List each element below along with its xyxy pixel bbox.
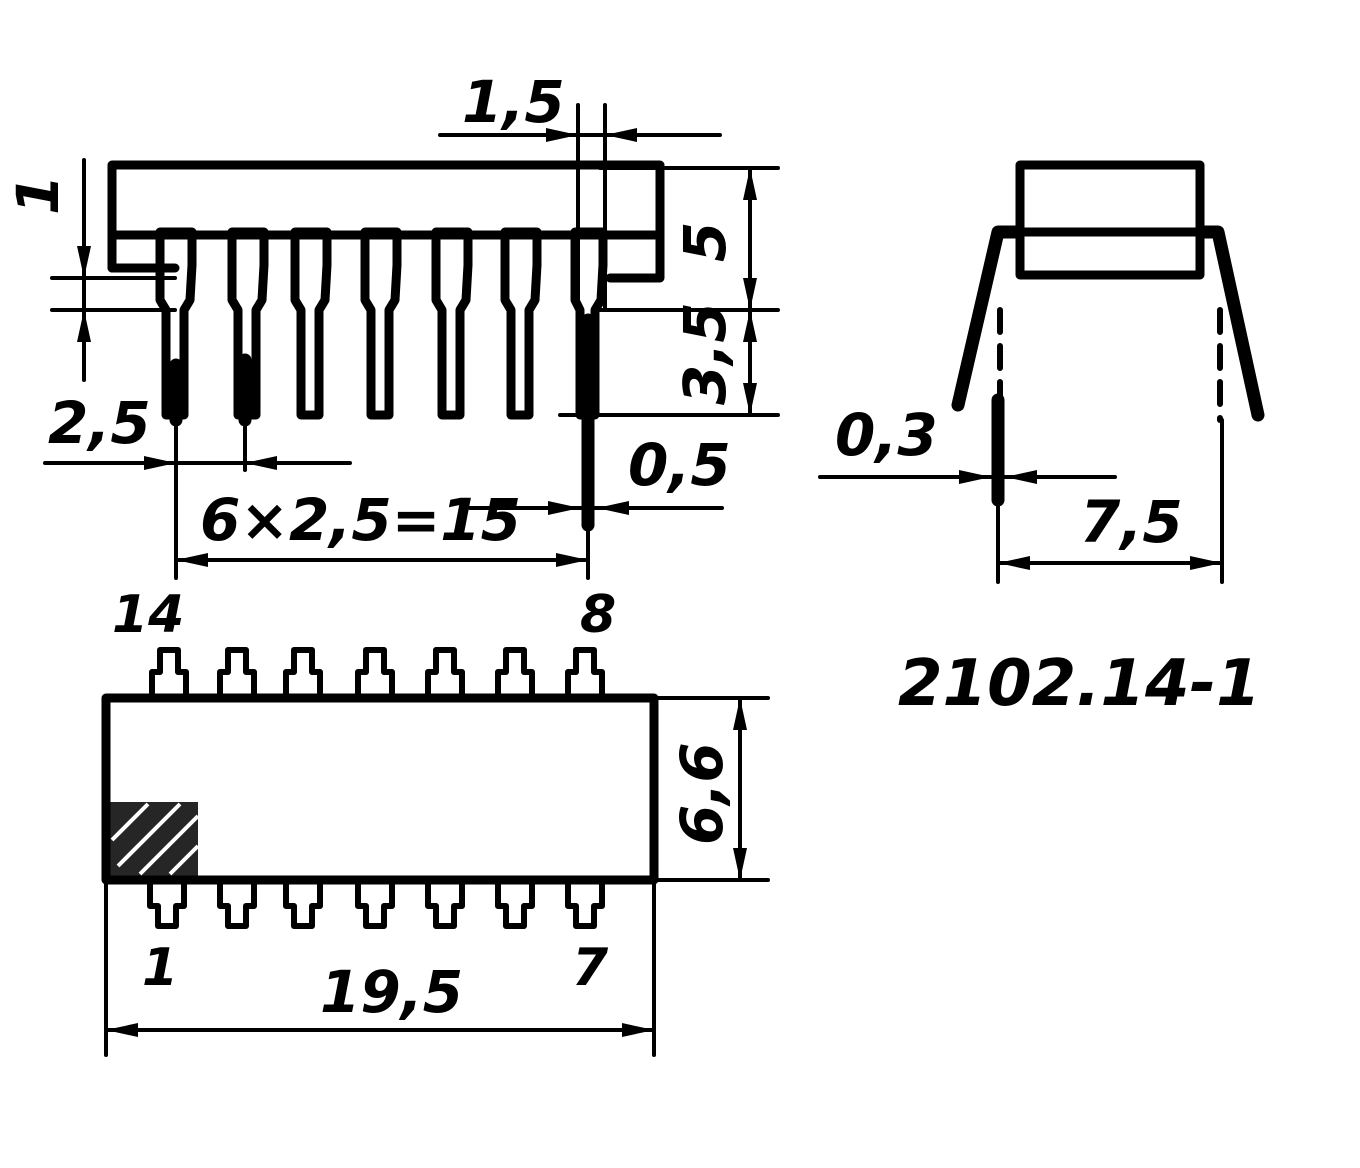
- arrowhead: [743, 278, 757, 310]
- pin: [355, 877, 395, 929]
- arrowhead: [597, 501, 629, 515]
- dim-label-side-lead-thickness: 0,3: [835, 401, 938, 469]
- pin: [283, 877, 323, 929]
- arrowhead: [743, 168, 757, 200]
- lead: [360, 227, 402, 420]
- arrowhead: [622, 1023, 654, 1037]
- dim-label-lead-thickness: 0,5: [628, 431, 731, 499]
- arrowhead: [144, 456, 176, 470]
- side-body: [1015, 160, 1205, 280]
- arrowhead: [556, 553, 588, 567]
- pin: [425, 647, 465, 701]
- top-body: [101, 693, 659, 885]
- arrowhead: [77, 246, 91, 278]
- arrowhead: [546, 128, 578, 142]
- top-pins: [149, 647, 605, 701]
- arrowhead: [998, 556, 1030, 570]
- side-lead-left: [951, 225, 1027, 412]
- arrowhead: [106, 1023, 138, 1037]
- arrowhead: [77, 310, 91, 342]
- dim-label-lead-pitch: 2,5: [48, 389, 151, 457]
- dim-label-body-height: 5: [671, 222, 739, 262]
- arrowhead: [1005, 470, 1037, 484]
- pin-label-14: 14: [112, 585, 184, 645]
- lead: [290, 227, 332, 420]
- pin: [217, 877, 257, 929]
- pin-label-1: 1: [142, 938, 178, 998]
- dim-label-row-spacing: 7,5: [1080, 488, 1183, 556]
- arrowhead: [733, 698, 747, 730]
- dim-label-body-width: 6,6: [668, 742, 736, 845]
- arrowhead: [1190, 556, 1222, 570]
- arrowhead: [548, 501, 580, 515]
- pin1-marker: [110, 802, 200, 876]
- package-code: 2102.14-1: [898, 647, 1261, 721]
- pin-label-7: 7: [572, 938, 609, 998]
- arrowhead: [743, 383, 757, 415]
- front-body-outline: [107, 160, 665, 283]
- pin: [425, 877, 465, 929]
- pin: [355, 647, 395, 701]
- pin-label-8: 8: [580, 585, 616, 645]
- pin: [147, 877, 187, 929]
- dim-label-standoff: 1: [4, 175, 72, 215]
- arrowhead: [743, 310, 757, 342]
- side-view: 0,3 7,5: [818, 160, 1265, 584]
- pin: [565, 647, 605, 701]
- lead: [227, 227, 269, 420]
- pin: [495, 877, 535, 929]
- side-lead-right: [1193, 225, 1265, 422]
- pin: [149, 647, 189, 701]
- arrowhead: [245, 456, 277, 470]
- pin: [283, 647, 323, 701]
- top-view: 14 8 1 7 6,6 19,5: [101, 585, 770, 1057]
- lead: [155, 227, 197, 420]
- bottom-pins: [147, 877, 605, 929]
- lead: [431, 227, 473, 420]
- front-view: 1,5 1 5 3,5 2,5 6×2,5=15 0,5: [4, 68, 780, 580]
- dim-label-pitch-total: 6×2,5=15: [200, 486, 521, 554]
- dim-label-body-length: 19,5: [320, 958, 463, 1026]
- lead: [500, 227, 542, 420]
- dim-label-lead-width: 1,5: [462, 68, 565, 136]
- pin: [565, 877, 605, 929]
- front-leads: [155, 227, 608, 532]
- arrowhead: [733, 848, 747, 880]
- pin: [217, 647, 257, 701]
- pin: [495, 647, 535, 701]
- dim-label-lead-length: 3,5: [671, 302, 739, 405]
- arrowhead: [959, 470, 991, 484]
- arrowhead: [176, 553, 208, 567]
- arrowhead: [605, 128, 637, 142]
